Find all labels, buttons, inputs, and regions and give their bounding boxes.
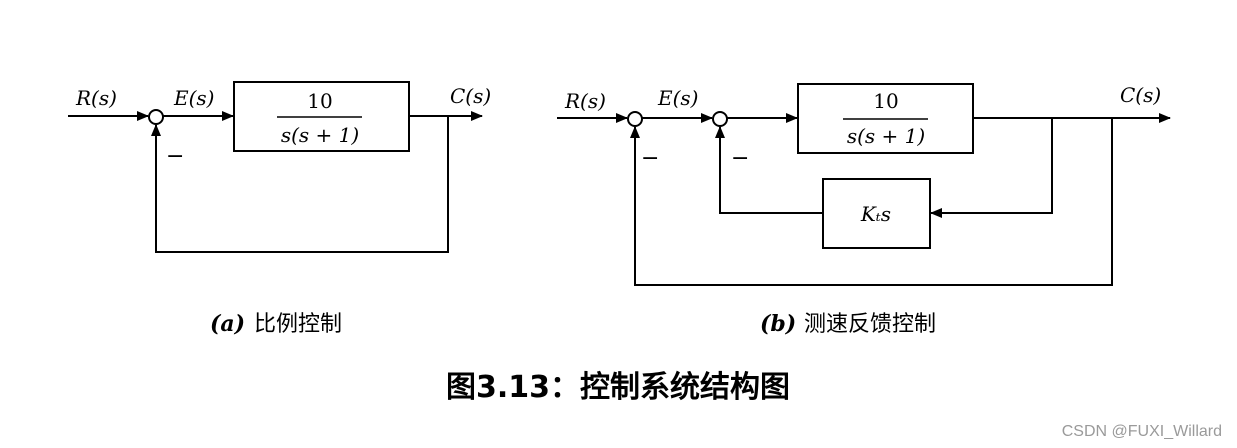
feedback-sign-a: −: [166, 144, 184, 169]
diagram-a: 10 s(s + 1) R(s) E(s) C(s) −: [68, 81, 491, 253]
diagram-b: 10 s(s + 1) Kₜs R(s) E(s) C(s) − −: [557, 83, 1171, 286]
figure-title: 图3.13：控制系统结构图: [446, 370, 790, 405]
outer-feedback-path-b: [630, 118, 1113, 286]
output-label-a: C(s): [450, 84, 491, 108]
inner-feedback-sign-b: −: [731, 146, 749, 171]
feedback-path-a: [151, 116, 449, 253]
caption-b-letter: (b): [760, 311, 796, 337]
caption-b-text: 测速反馈控制: [804, 312, 936, 337]
caption-b: (b) 测速反馈控制: [760, 311, 936, 337]
denominator-a: s(s + 1): [281, 123, 359, 147]
input-label-b: R(s): [564, 89, 606, 113]
inner-feedback-out-b: [715, 126, 823, 214]
watermark: CSDN @FUXI_Willard: [1062, 423, 1222, 440]
numerator-b: 10: [873, 89, 898, 113]
output-label-b: C(s): [1120, 83, 1161, 107]
caption-a-letter: (a): [210, 311, 245, 337]
outer-summing-junction-b: [627, 111, 643, 127]
caption-a-text: 比例控制: [254, 312, 342, 337]
error-label-a: E(s): [173, 86, 214, 110]
caption-a: (a) 比例控制: [210, 311, 342, 337]
feedback-block-label-b: Kₜs: [860, 202, 891, 226]
outer-feedback-sign-b: −: [641, 146, 659, 171]
input-label-a: R(s): [75, 86, 117, 110]
inner-feedback-in-b: [930, 118, 1053, 218]
numerator-a: 10: [307, 89, 332, 113]
inner-summing-junction-b: [712, 111, 728, 127]
denominator-b: s(s + 1): [847, 124, 925, 148]
summing-junction-a: [148, 109, 164, 125]
error-label-b: E(s): [657, 86, 698, 110]
